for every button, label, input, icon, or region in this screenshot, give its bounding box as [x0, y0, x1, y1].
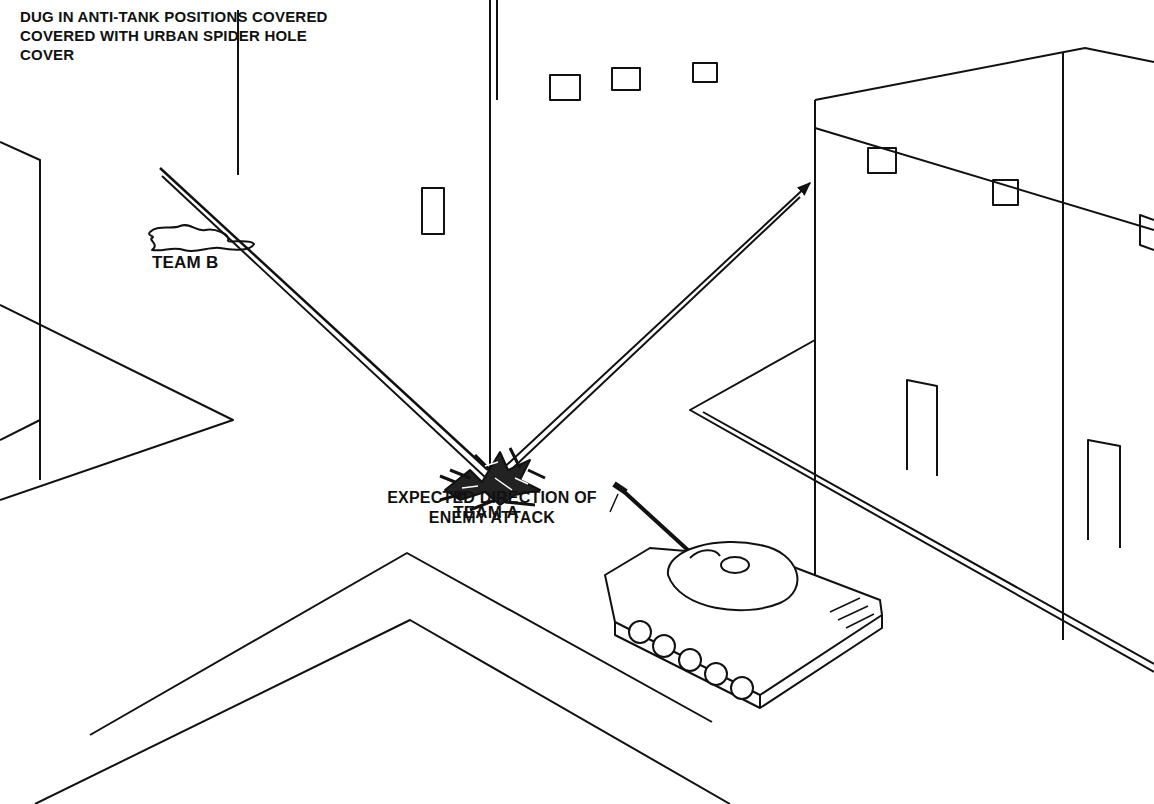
team-b-position — [149, 225, 254, 251]
tank-symbol — [605, 484, 882, 708]
callout-text: EXPECTED DIRECTION OF ENEMY ATTACK — [372, 488, 612, 528]
left-building — [0, 142, 233, 500]
team-label: TEAM B — [152, 252, 218, 273]
center-building — [160, 0, 810, 483]
leader-line — [610, 494, 618, 512]
note-text: DUG IN ANTI-TANK POSITIONS COVERED COVER… — [20, 8, 350, 64]
